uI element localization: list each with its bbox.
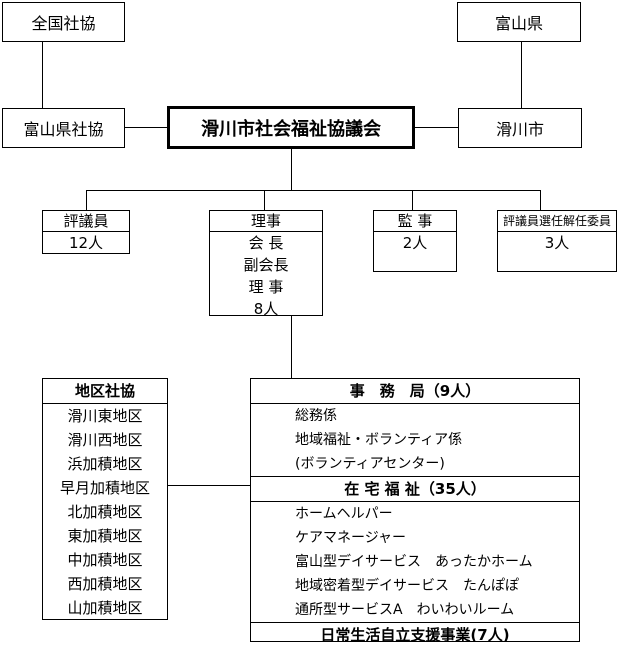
secretariat-title: 事 務 局（9人）	[251, 379, 579, 404]
councillors-count: 12人	[68, 234, 104, 252]
directors-count: 8人	[253, 300, 279, 318]
national-council-box: 全国社協	[2, 2, 125, 42]
connector-committee	[540, 190, 541, 210]
directors-box: 理事 会 長 副会長 理 事 8人	[209, 210, 323, 318]
district-councils-title: 地区社協	[43, 379, 167, 404]
daily-life-support-title: 日常生活自立支援事業(7人)	[251, 622, 579, 647]
district-item: 滑川東地区	[67, 407, 143, 425]
connector-districts-office	[168, 485, 250, 486]
connector-councillors	[86, 190, 87, 210]
main-council-label: 滑川市社会福祉協議会	[201, 118, 381, 140]
district-councils-box: 地区社協 滑川東地区 滑川西地区 浜加積地区 早月加積地区 北加積地区 東加積地…	[42, 378, 168, 620]
home-welfare-item: 富山型デイサービス あったかホーム	[295, 554, 533, 570]
prefecture-box: 富山県	[457, 2, 581, 42]
home-welfare-title: 在 宅 福 祉（35人）	[251, 476, 579, 502]
district-item: 浜加積地区	[67, 455, 143, 473]
connector-main-down	[291, 149, 292, 190]
national-council-label: 全国社協	[31, 14, 96, 33]
secretariat-item: (ボランティアセンター)	[295, 456, 445, 472]
committee-count: 3人	[544, 234, 570, 252]
auditors-count: 2人	[402, 234, 428, 252]
directors-title: 理事	[210, 211, 322, 232]
director-role: 会 長	[248, 234, 284, 252]
committee-title: 評議員選任解任委員	[498, 211, 616, 232]
district-item: 中加積地区	[67, 551, 143, 569]
auditors-title: 監 事	[374, 211, 456, 232]
district-item: 東加積地区	[67, 527, 143, 545]
prefecture-label: 富山県	[494, 14, 543, 33]
connector-branch-row	[86, 190, 540, 191]
pref-council-label: 富山県社協	[23, 120, 104, 139]
district-item: 山加積地区	[67, 599, 143, 617]
district-item: 北加積地区	[67, 503, 143, 521]
city-box: 滑川市	[458, 108, 582, 148]
connector-prefecture-city	[521, 42, 522, 108]
district-item: 滑川西地区	[67, 431, 143, 449]
director-role: 副会長	[243, 256, 289, 274]
secretariat-item: 地域福祉・ボランティア係	[295, 432, 463, 448]
office-box: 事 務 局（9人） 総務係 地域福祉・ボランティア係 (ボランティアセンター) …	[250, 378, 580, 644]
secretariat-item: 総務係	[295, 408, 337, 424]
auditors-box: 監 事 2人	[373, 210, 457, 272]
connector-auditors	[412, 190, 413, 210]
city-label: 滑川市	[495, 120, 544, 139]
home-welfare-item: 通所型サービスA わいわいルーム	[295, 602, 515, 618]
connector-prefcouncil-main	[125, 127, 167, 128]
home-welfare-item: ホームヘルパー	[295, 506, 393, 522]
connector-national-prefcouncil	[42, 42, 43, 108]
director-role: 理 事	[248, 278, 284, 296]
councillors-box: 評議員 12人	[42, 210, 130, 254]
home-welfare-item: ケアマネージャー	[295, 530, 407, 546]
district-item: 早月加積地区	[59, 479, 150, 497]
committee-box: 評議員選任解任委員 3人	[497, 210, 617, 272]
connector-directors-office	[291, 316, 292, 378]
district-item: 西加積地区	[67, 575, 143, 593]
connector-directors	[264, 190, 265, 210]
pref-council-box: 富山県社協	[2, 108, 125, 148]
connector-main-city	[415, 127, 458, 128]
councillors-title: 評議員	[43, 211, 129, 232]
home-welfare-item: 地域密着型デイサービス たんぽぽ	[295, 578, 519, 594]
main-council-box: 滑川市社会福祉協議会	[167, 106, 415, 149]
